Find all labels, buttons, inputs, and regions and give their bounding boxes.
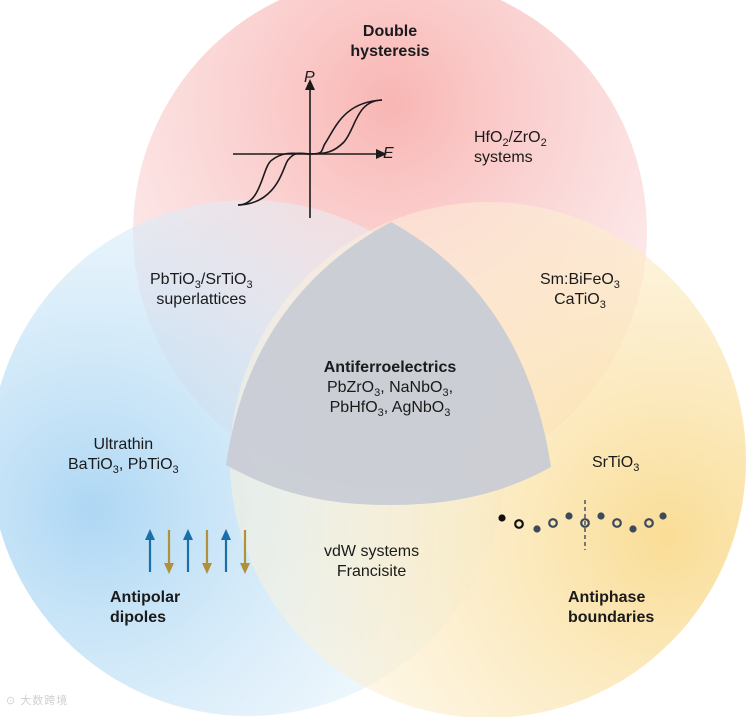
center-line2: PbHfO3, AgNbO3 (329, 399, 451, 419)
center-title: Antiferroelectrics (323, 359, 457, 376)
center-label: Antiferroelectrics PbZrO3, NaNbO3, PbHfO… (300, 358, 480, 419)
antipolar-arrows (145, 529, 250, 574)
arrow-up-1 (145, 529, 155, 572)
label-superlattices: PbTiO3/SrTiO3 superlattices (150, 271, 253, 308)
title-double-hysteresis: Double hysteresis (350, 23, 430, 60)
center-line1: PbZrO3, NaNbO3, (326, 379, 454, 399)
antiphase-dots (498, 500, 667, 550)
label-ultrathin: Ultrathin BaTiO3, PbTiO3 (68, 436, 179, 476)
axis-label-e: E (383, 145, 394, 162)
hysteresis-plot (233, 79, 387, 218)
watermark: ⊙ 大数跨境 (6, 695, 69, 707)
arrow-up-2 (183, 529, 193, 572)
label-srtio3: SrTiO3 (592, 454, 640, 474)
label-sm-bifeo3: Sm:BiFeO3 CaTiO3 (540, 271, 620, 311)
arrow-up-3 (221, 529, 231, 572)
watermark-logo-icon: ⊙ (6, 695, 17, 707)
axis-label-p: P (304, 69, 315, 86)
arrow-down-1 (164, 530, 174, 574)
center-intersection (226, 222, 551, 505)
arrow-down-2 (202, 530, 212, 574)
arrow-down-3 (240, 530, 250, 574)
label-hfo2-zro2: HfO2/ZrO2 systems (474, 129, 547, 166)
